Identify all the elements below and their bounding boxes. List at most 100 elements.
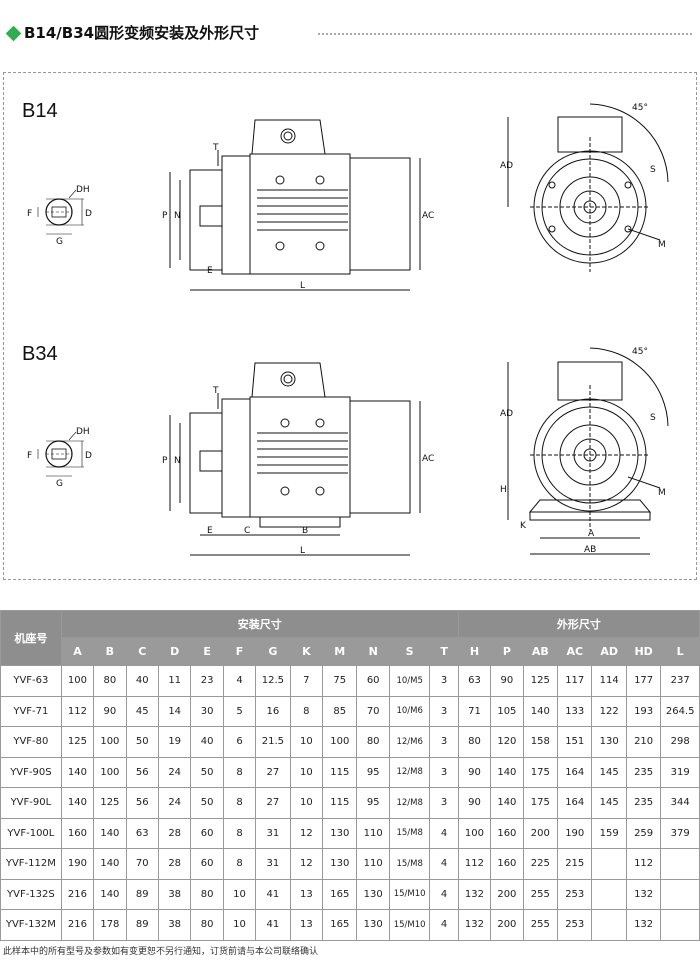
label-d: D	[85, 451, 92, 461]
model-label-b34: B34	[22, 343, 58, 365]
table-cell: 216	[60, 909, 95, 941]
table-cell: 100	[93, 726, 127, 758]
table-cell: 210	[625, 726, 662, 758]
column-header: P	[490, 637, 524, 666]
table-cell: 16	[255, 695, 291, 727]
label-ad: AD	[500, 161, 513, 171]
table-cell: 10	[289, 756, 324, 788]
table-cell: 70	[125, 848, 159, 880]
table-cell: 165	[322, 878, 358, 910]
table-cell: 115	[322, 756, 358, 788]
frame-no-cell: YVF-80	[0, 726, 62, 758]
label-b: B	[302, 526, 308, 536]
label-h: H	[500, 485, 507, 495]
label-e: E	[207, 526, 213, 536]
label-f: F	[27, 209, 32, 219]
table-cell: 60	[190, 817, 224, 849]
table-cell: 12/M8	[388, 756, 431, 788]
table-cell: 164	[557, 787, 593, 819]
table-cell: 177	[625, 665, 662, 697]
table-cell: 298	[660, 726, 700, 758]
frame-no-cell: YVF-100L	[0, 817, 62, 849]
table-cell: 164	[557, 756, 593, 788]
table-cell: 151	[557, 726, 593, 758]
label-g: G	[56, 237, 63, 247]
label-angle-b14: 45°	[632, 103, 648, 113]
table-cell: 105	[490, 695, 524, 727]
group-outline-dims: 外形尺寸	[457, 610, 700, 638]
table-cell: 24	[157, 756, 192, 788]
page-title: B14/B34圆形变频安装及外形尺寸	[24, 24, 260, 42]
label-e: E	[207, 266, 213, 276]
table-cell: 160	[60, 817, 95, 849]
table-cell: 90	[457, 787, 492, 819]
label-c: C	[244, 526, 250, 536]
table-cell: 120	[490, 726, 524, 758]
table-cell: 253	[557, 878, 593, 910]
table-cell: 122	[591, 695, 627, 727]
label-k: K	[520, 521, 527, 531]
column-header: C	[125, 637, 159, 666]
table-cell: 63	[125, 817, 159, 849]
table-cell: 8	[222, 848, 257, 880]
table-cell: 190	[60, 848, 95, 880]
b34-side-view: T P N E C B L AC	[162, 362, 434, 556]
table-cell: 115	[322, 787, 358, 819]
column-header: S	[388, 637, 431, 666]
column-header: AB	[522, 637, 559, 666]
table-cell: 38	[157, 878, 192, 910]
table-cell: 41	[255, 878, 291, 910]
frame-no-cell: YVF-112M	[0, 848, 62, 880]
table-cell: 132	[457, 909, 492, 941]
table-cell: 140	[93, 817, 127, 849]
table-cell	[591, 848, 627, 880]
table-cell: 15/M8	[388, 817, 431, 849]
table-cell: 45	[125, 695, 159, 727]
table-cell: 4	[222, 665, 257, 697]
table-cell: 50	[125, 726, 159, 758]
label-n: N	[174, 456, 181, 466]
table-cell: 13	[289, 909, 324, 941]
label-p: P	[162, 456, 168, 466]
column-header: L	[660, 637, 700, 666]
group-install-dims: 安装尺寸	[60, 610, 459, 638]
table-cell: 200	[522, 817, 559, 849]
table-cell: 31	[255, 817, 291, 849]
table-cell: 4	[429, 848, 459, 880]
table-cell: 158	[522, 726, 559, 758]
table-cell: 117	[557, 665, 593, 697]
table-cell: 112	[457, 848, 492, 880]
table-cell: 110	[356, 848, 390, 880]
label-n: N	[174, 211, 181, 221]
table-cell: 159	[591, 817, 627, 849]
frame-no-cell: YVF-71	[0, 695, 62, 727]
table-cell: 3	[429, 695, 459, 727]
label-angle-b34: 45°	[632, 347, 648, 357]
table-cell: 28	[157, 848, 192, 880]
column-header: F	[222, 637, 257, 666]
table-cell: 12/M8	[388, 787, 431, 819]
table-cell: 130	[356, 878, 390, 910]
table-cell: 71	[457, 695, 492, 727]
table-cell: 235	[625, 756, 662, 788]
table-cell: 8	[222, 787, 257, 819]
table-cell: 140	[93, 878, 127, 910]
column-header: N	[356, 637, 390, 666]
table-cell: 12	[289, 848, 324, 880]
table-cell: 175	[522, 756, 559, 788]
b34-front-view: 45° AD S H K M A AB	[500, 347, 669, 555]
table-cell: 112	[60, 695, 95, 727]
label-ab: AB	[584, 545, 596, 555]
table-cell: 15/M8	[388, 848, 431, 880]
table-cell: 80	[457, 726, 492, 758]
table-cell	[591, 909, 627, 941]
table-cell: 30	[190, 695, 224, 727]
table-cell: 3	[429, 787, 459, 819]
table-cell: 31	[255, 848, 291, 880]
table-cell: 215	[557, 848, 593, 880]
table-cell: 10	[289, 787, 324, 819]
label-g: G	[56, 479, 63, 489]
